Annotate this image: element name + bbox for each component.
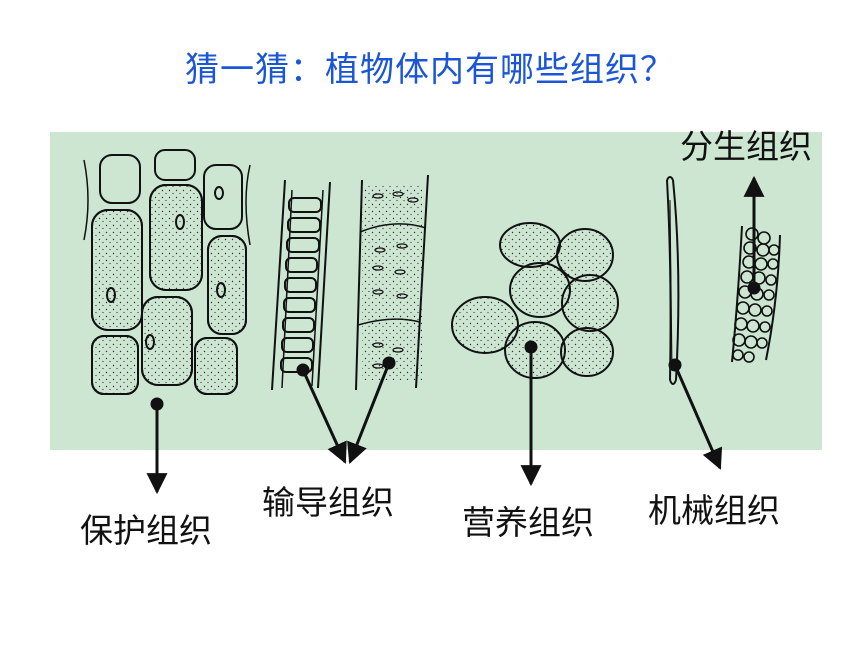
conducting-arrow-2: [347, 356, 396, 464]
meristematic-tissue-illustration: [731, 225, 781, 363]
label-meristematic-tissue: 分生组织: [680, 127, 812, 166]
conducting-vessel-illustration: [271, 179, 331, 391]
label-mechanical-tissue: 机械组织: [648, 491, 780, 530]
label-protective-tissue: 保护组织: [80, 511, 212, 550]
protective-arrow: [146, 397, 168, 495]
conducting-sieve-illustration: [355, 174, 429, 391]
conducting-arrow-1: [296, 363, 347, 464]
label-nutritive-tissue: 营养组织: [462, 503, 594, 542]
nutritive-tissue-illustration: [451, 222, 619, 379]
mechanical-arrow: [668, 358, 723, 470]
nutritive-arrow: [520, 340, 542, 487]
meristematic-arrow: [743, 175, 765, 295]
protective-tissue-illustration: [83, 149, 251, 395]
label-conducting-tissue: 输导组织: [262, 483, 394, 522]
page-title: 猜一猜：植物体内有哪些组织？: [185, 50, 675, 90]
mechanical-tissue-illustration: [666, 176, 680, 385]
